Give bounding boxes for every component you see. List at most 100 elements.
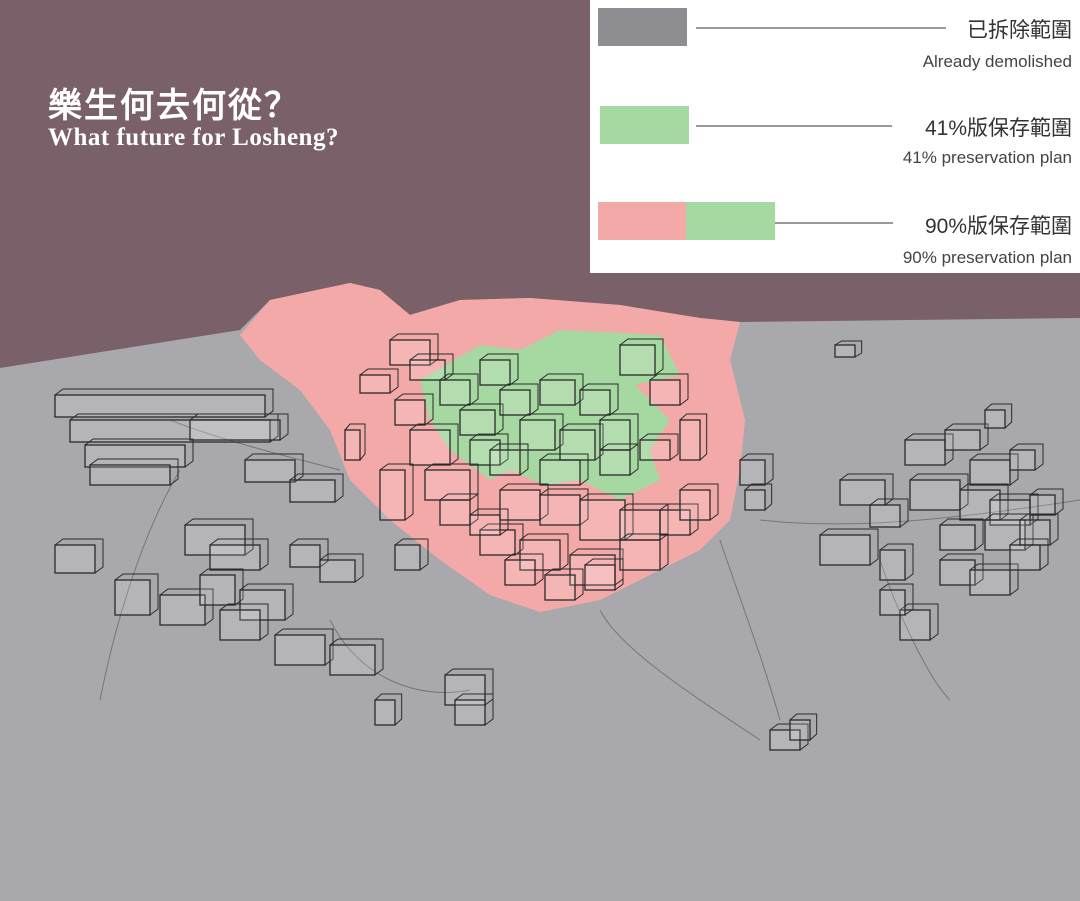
building-roof-sketch [819,528,879,566]
swatch-90-pink [598,202,686,240]
building-sketch [374,699,396,726]
building-roof-sketch [289,473,344,503]
building-sketch [619,539,661,571]
building-sketch [479,529,516,556]
building-sketch [504,559,536,586]
building-roof-sketch [239,583,294,621]
building-sketch [409,429,451,466]
building-roof-sketch [319,553,364,583]
preservation-41-area [420,330,680,500]
building-roof-sketch [599,413,639,451]
building-sketch [939,524,976,551]
building-sketch [439,499,471,526]
building-roof-sketch [394,538,429,571]
building-sketch [819,534,871,566]
building-roof-sketch [54,388,274,418]
building-sketch [89,464,171,486]
building-sketch [659,509,691,536]
building-sketch [879,549,906,581]
building-sketch [739,459,766,486]
building-roof-sketch [439,493,479,526]
building-sketch [904,439,946,466]
building-roof-sketch [834,340,863,358]
building-sketch [639,439,671,461]
building-roof-sketch [544,568,584,601]
building-sketch [584,564,616,591]
building-sketch [499,389,531,416]
building-roof-sketch [904,433,954,466]
building-sketch [359,374,391,394]
building-roof-sketch [159,588,214,626]
building-sketch [1009,544,1041,571]
building-sketch [959,489,1001,521]
building-sketch [679,489,711,521]
building-roof-sketch [409,423,459,466]
building-sketch [539,494,581,526]
building-sketch [879,589,906,616]
building-roof-sketch [744,483,773,511]
building-sketch [219,609,261,641]
building-roof-sketch [639,433,679,461]
building-roof-sketch [519,533,569,571]
building-roof-sketch [409,353,454,381]
building-sketch [344,429,361,461]
building-roof-sketch [989,493,1039,526]
building-roof-sketch [909,473,969,511]
building-sketch [289,479,336,503]
building-roof-sketch [619,338,664,376]
building-roof-sketch [394,393,434,426]
legend: 已拆除範圍 Already demolished 41%版保存範圍 41% pr… [590,0,1080,273]
building-sketch [84,444,186,468]
building-sketch [114,579,151,616]
legend-label-en: 90% preservation plan [902,248,1072,267]
building-roof-sketch [499,383,539,416]
roads [99,419,1080,741]
building-roof-sketch [984,403,1013,429]
building-roof-sketch [679,483,719,521]
building-sketch [54,544,96,574]
building-sketch [424,469,471,501]
building-sketch [519,419,556,451]
legend-label-en: Already demolished [922,52,1072,71]
building-roof-sketch [579,383,619,416]
building-sketch [329,644,376,676]
building-roof-sketch [584,558,624,591]
legend-label-zh: 90%版保存範圍 [924,215,1072,238]
building-sketch [909,479,961,511]
building-roof-sketch [469,508,509,536]
building-roof-sketch [939,518,984,551]
building-sketch [239,589,286,621]
building-roof-sketch [489,443,529,476]
swatch-90-green [686,202,775,240]
building-roof-sketch [939,553,984,586]
building-sketch [159,594,206,626]
building-roof-sketch [209,538,269,571]
building-sketch [619,344,656,376]
building-sketch [199,574,236,606]
building-roof-sketch [569,548,624,586]
building-roof-sketch [379,463,414,521]
swatch-demolished [598,8,687,46]
building-roof-sketch [679,413,708,461]
building-roof-sketch [189,413,289,441]
building-roof-sketch [479,353,519,386]
building-sketch [184,524,246,556]
building-sketch [679,419,701,461]
building-roof-sketch [89,458,179,486]
title-english: What future for Losheng? [48,124,339,151]
building-roof-sketch [879,583,914,616]
building-sketch [439,379,471,406]
building-roof-sketch [579,493,634,541]
building-roof-sketch [374,693,403,726]
building-sketch [209,544,261,571]
building-roof-sketch [184,518,254,556]
building-roof-sketch [1019,513,1059,546]
building-roof-sketch [739,453,774,486]
building-sketch [409,359,446,381]
building-sketch [394,544,421,571]
building-roof-sketch [769,723,809,751]
building-sketch [459,409,496,436]
building-sketch [579,499,626,541]
building-sketch [969,459,1011,486]
building-roof-sketch [869,498,909,528]
